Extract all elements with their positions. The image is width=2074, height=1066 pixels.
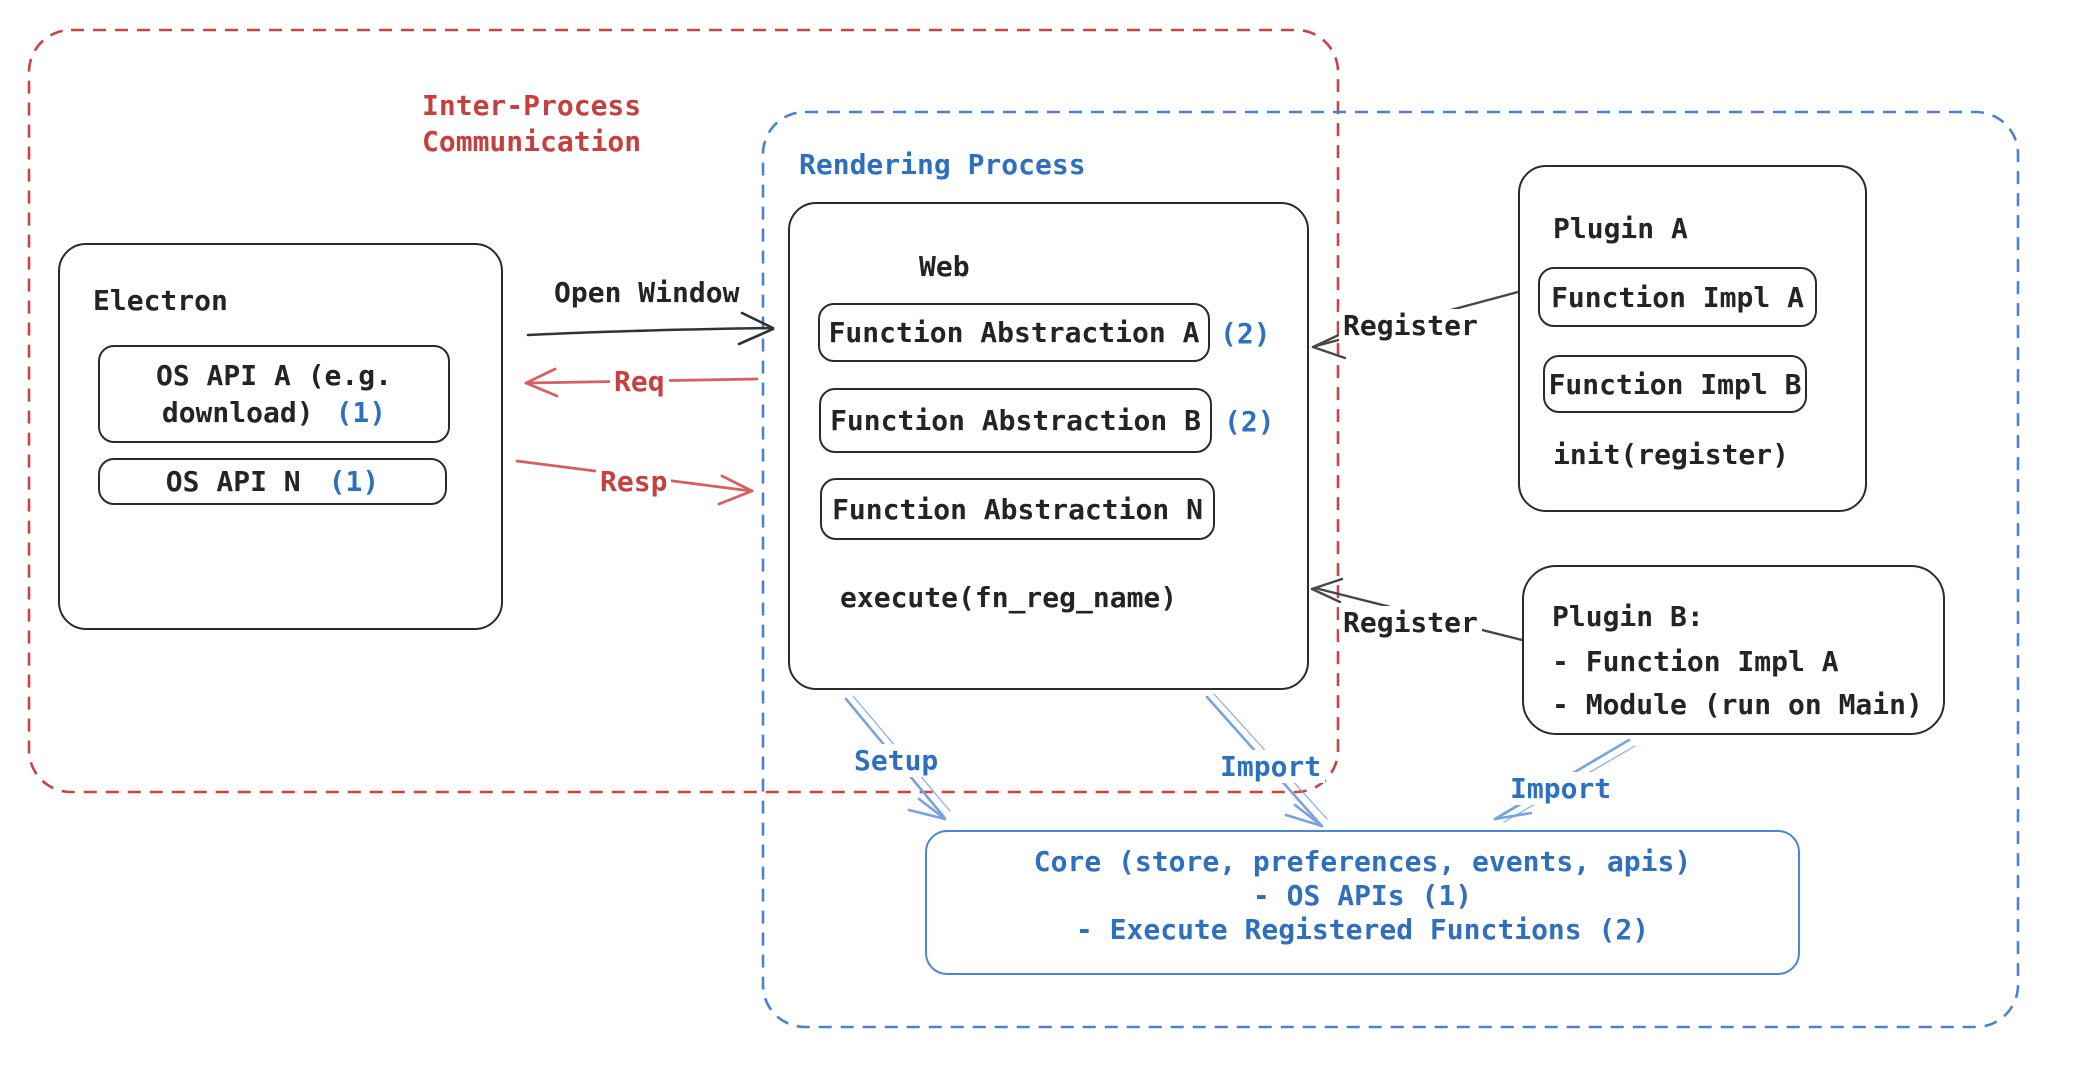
plugin-b-item-2: - Module (run on Main) [1552,688,1923,721]
setup-label: Setup [850,744,943,777]
electron-title: Electron [93,284,228,317]
req-label: Req [610,365,669,398]
os-api-a-badge: (1) [335,396,387,429]
function-abstraction-a-box: Function Abstraction A [818,303,1210,362]
ipc-title-line2: Communication [422,125,642,158]
os-api-a-text: download) [161,396,314,429]
import-right-label: Import [1506,772,1616,805]
function-impl-a-box: Function Impl A [1538,267,1817,327]
function-impl-b-box: Function Impl B [1543,355,1807,413]
rendering-region-title: Rendering Process [799,148,1086,181]
plugin-b-title: Plugin B: [1552,600,1704,633]
function-abstraction-n-box: Function Abstraction N [820,478,1215,540]
ipc-title-line1: Inter-Process [422,89,642,122]
register-bottom-label: Register [1339,606,1482,639]
core-line-2: - OS APIs (1) [1252,879,1473,912]
os-api-n-label: OS API N [165,465,301,498]
core-line-1: Core (store, preferences, events, apis) [1033,845,1692,878]
plugin-b-box [1522,565,1945,735]
os-api-n-badge: (1) [328,465,380,498]
os-api-a-line2: download) (1) [162,394,386,431]
function-abstraction-b-box: Function Abstraction B [819,388,1212,453]
execute-call-text: execute(fn_reg_name) [840,581,1178,614]
plugin-a-box [1518,165,1867,512]
function-abstraction-b-badge: (2) [1224,405,1275,438]
open-window-arrow [526,311,775,346]
register-top-label: Register [1339,309,1482,342]
core-box: Core (store, preferences, events, apis) … [925,830,1800,975]
os-api-n-box: OS API N (1) [98,458,447,505]
core-line-3: - Execute Registered Functions (2) [1075,913,1650,946]
plugin-a-title: Plugin A [1553,212,1688,245]
plugin-a-init-text: init(register) [1553,438,1790,471]
os-api-a-line1: OS API A (e.g. [155,359,392,392]
web-title: Web [919,250,970,283]
import-mid-label: Import [1216,750,1326,783]
resp-label: Resp [596,465,672,498]
open-window-label: Open Window [550,276,744,309]
plugin-b-item-1: - Function Impl A [1552,645,1839,678]
os-api-a-box: OS API A (e.g. download) (1) [98,345,450,443]
function-abstraction-a-badge: (2) [1220,317,1271,350]
